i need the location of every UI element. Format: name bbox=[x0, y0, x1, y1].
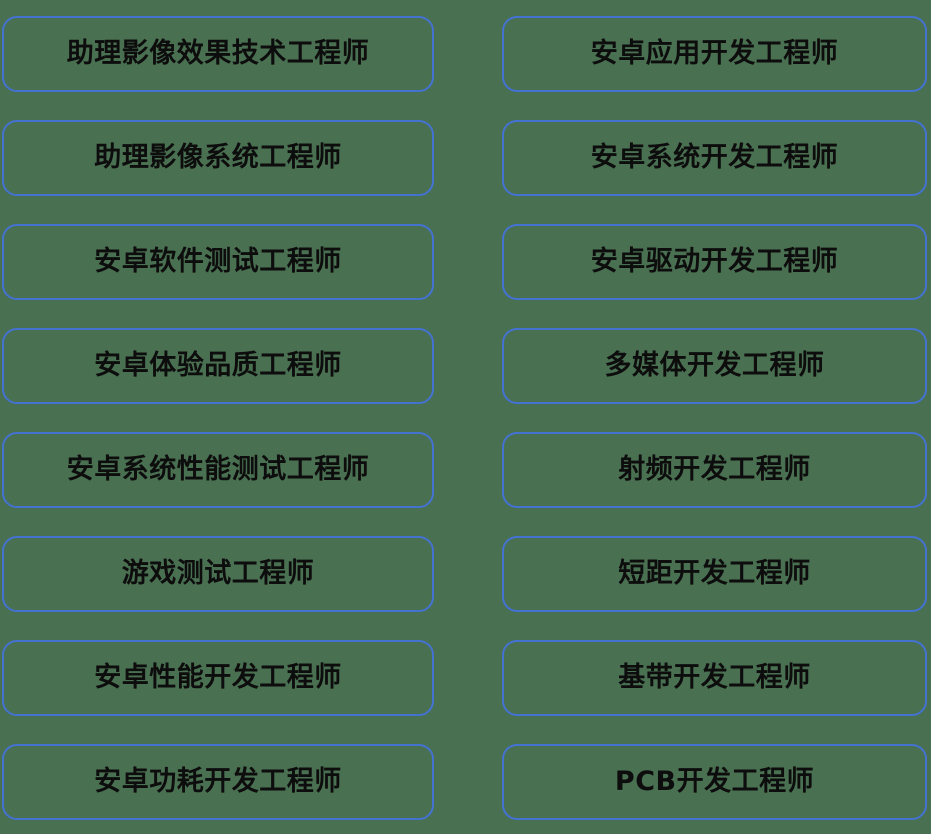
role-cell: 游戏测试工程师 bbox=[2, 522, 434, 626]
role-box[interactable]: 多媒体开发工程师 bbox=[502, 328, 927, 404]
role-box[interactable]: 安卓系统性能测试工程师 bbox=[2, 432, 434, 508]
role-cell: 安卓性能开发工程师 bbox=[2, 626, 434, 730]
role-box-label: 短距开发工程师 bbox=[618, 558, 811, 590]
role-box-label: PCB开发工程师 bbox=[614, 766, 815, 798]
role-box-label: 游戏测试工程师 bbox=[121, 558, 315, 590]
role-cell: 安卓应用开发工程师 bbox=[502, 2, 927, 106]
role-cell: 基带开发工程师 bbox=[502, 626, 927, 730]
role-box[interactable]: 短距开发工程师 bbox=[502, 536, 927, 612]
role-grid: 助理影像效果技术工程师安卓应用开发工程师助理影像系统工程师安卓系统开发工程师安卓… bbox=[2, 2, 927, 820]
role-cell: 安卓功耗开发工程师 bbox=[2, 730, 434, 834]
role-box-label: 多媒体开发工程师 bbox=[604, 350, 825, 382]
role-box[interactable]: 安卓体验品质工程师 bbox=[2, 328, 434, 404]
role-box-label: 安卓系统性能测试工程师 bbox=[66, 454, 370, 486]
role-cell: 安卓软件测试工程师 bbox=[2, 210, 434, 314]
role-box[interactable]: 游戏测试工程师 bbox=[2, 536, 434, 612]
role-box-label: 安卓系统开发工程师 bbox=[590, 142, 839, 174]
role-cell: 助理影像效果技术工程师 bbox=[2, 2, 434, 106]
role-box[interactable]: 助理影像效果技术工程师 bbox=[2, 16, 434, 92]
role-box[interactable]: 安卓软件测试工程师 bbox=[2, 224, 434, 300]
role-cell: 射频开发工程师 bbox=[502, 418, 927, 522]
role-cell: 安卓驱动开发工程师 bbox=[502, 210, 927, 314]
role-cell: 短距开发工程师 bbox=[502, 522, 927, 626]
role-box-label: 助理影像系统工程师 bbox=[94, 142, 342, 174]
role-cell: PCB开发工程师 bbox=[502, 730, 927, 834]
role-box-label: 安卓软件测试工程师 bbox=[94, 246, 342, 278]
role-box-label: 助理影像效果技术工程师 bbox=[66, 38, 370, 70]
role-box-label: 安卓性能开发工程师 bbox=[94, 662, 342, 694]
role-box[interactable]: 安卓系统开发工程师 bbox=[502, 120, 927, 196]
role-box[interactable]: 安卓应用开发工程师 bbox=[502, 16, 927, 92]
role-box[interactable]: 安卓驱动开发工程师 bbox=[502, 224, 927, 300]
role-box[interactable]: 射频开发工程师 bbox=[502, 432, 927, 508]
role-box-label: 安卓体验品质工程师 bbox=[94, 350, 342, 382]
role-cell: 安卓体验品质工程师 bbox=[2, 314, 434, 418]
role-cell: 多媒体开发工程师 bbox=[502, 314, 927, 418]
role-box[interactable]: 基带开发工程师 bbox=[502, 640, 927, 716]
role-box[interactable]: 安卓性能开发工程师 bbox=[2, 640, 434, 716]
role-cell: 助理影像系统工程师 bbox=[2, 106, 434, 210]
role-box-label: 安卓驱动开发工程师 bbox=[590, 246, 839, 278]
role-cell: 安卓系统性能测试工程师 bbox=[2, 418, 434, 522]
role-box-label: 基带开发工程师 bbox=[618, 662, 811, 694]
role-box-label: 安卓应用开发工程师 bbox=[590, 38, 839, 70]
role-box-label: 射频开发工程师 bbox=[618, 454, 811, 486]
role-box-label: 安卓功耗开发工程师 bbox=[94, 766, 342, 798]
role-box[interactable]: 助理影像系统工程师 bbox=[2, 120, 434, 196]
role-cell: 安卓系统开发工程师 bbox=[502, 106, 927, 210]
